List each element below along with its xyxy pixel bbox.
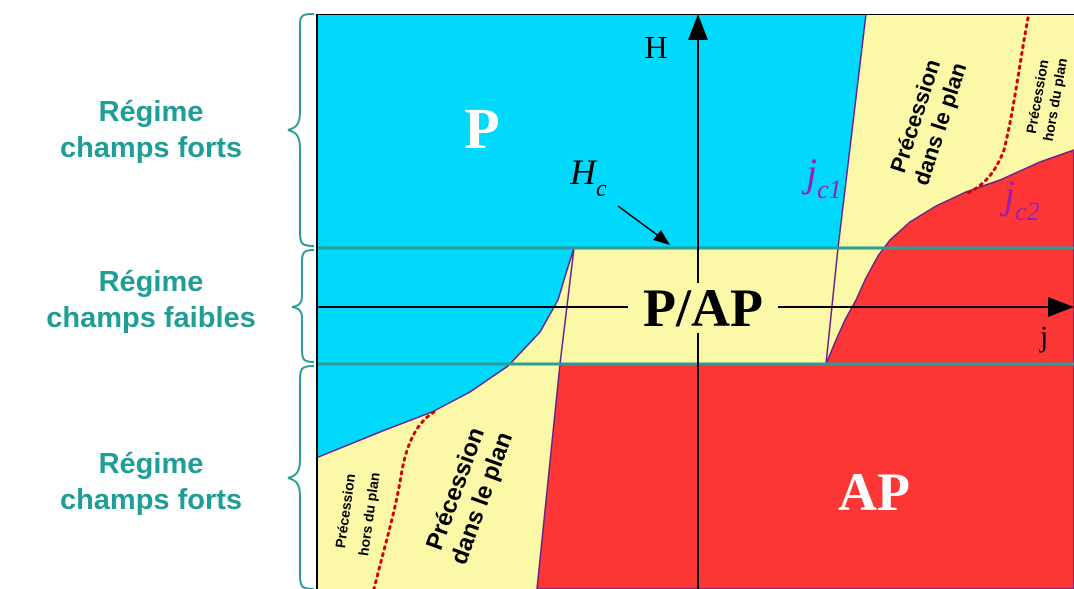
regime-label-bottom: Régime champs forts: [18, 446, 284, 518]
hc-arrow-line: [617, 205, 661, 238]
hc-label-main: H: [569, 152, 598, 192]
y-axis-arrowhead: [688, 14, 708, 40]
pap-label-background: [628, 283, 778, 333]
regime-label-top-line1: Régime: [98, 96, 204, 128]
jc2-label-main: j: [999, 172, 1015, 217]
regime-brace-bottom: [287, 365, 315, 589]
dotted-boundary-top: [964, 16, 1030, 196]
regime-brace-middle: [291, 249, 315, 363]
region-label-ap: AP: [838, 462, 910, 522]
regime-label-top: Régime champs forts: [18, 94, 284, 166]
regime-label-middle-line2: champs faibles: [46, 302, 256, 334]
regime-label-bottom-line2: champs forts: [59, 484, 243, 516]
jc1-label-sub: c1: [817, 175, 842, 204]
regime-label-middle: Régime champs faibles: [18, 264, 284, 336]
dotted-boundary-bottom: [372, 410, 436, 589]
region-label-pap: P/AP: [643, 278, 763, 338]
jc1-label: jc1: [801, 150, 842, 204]
regime-label-bottom-line1: Régime: [98, 448, 204, 480]
region-label-p: P: [464, 96, 499, 161]
jc2-label-sub: c2: [1015, 197, 1040, 226]
regime-brace-top: [287, 13, 315, 247]
x-axis-arrowhead: [1048, 297, 1074, 317]
jc1-label-main: j: [801, 150, 817, 195]
jc2-label: jc2: [999, 172, 1040, 226]
hc-label: Hc: [569, 152, 607, 202]
hc-arrowhead: [653, 230, 670, 245]
y-axis-label: H: [644, 29, 667, 65]
hc-label-sub: c: [596, 176, 607, 202]
regime-label-top-line2: champs forts: [59, 132, 243, 164]
x-axis-label: j: [1039, 320, 1048, 353]
regime-label-middle-line1: Régime: [98, 266, 204, 298]
